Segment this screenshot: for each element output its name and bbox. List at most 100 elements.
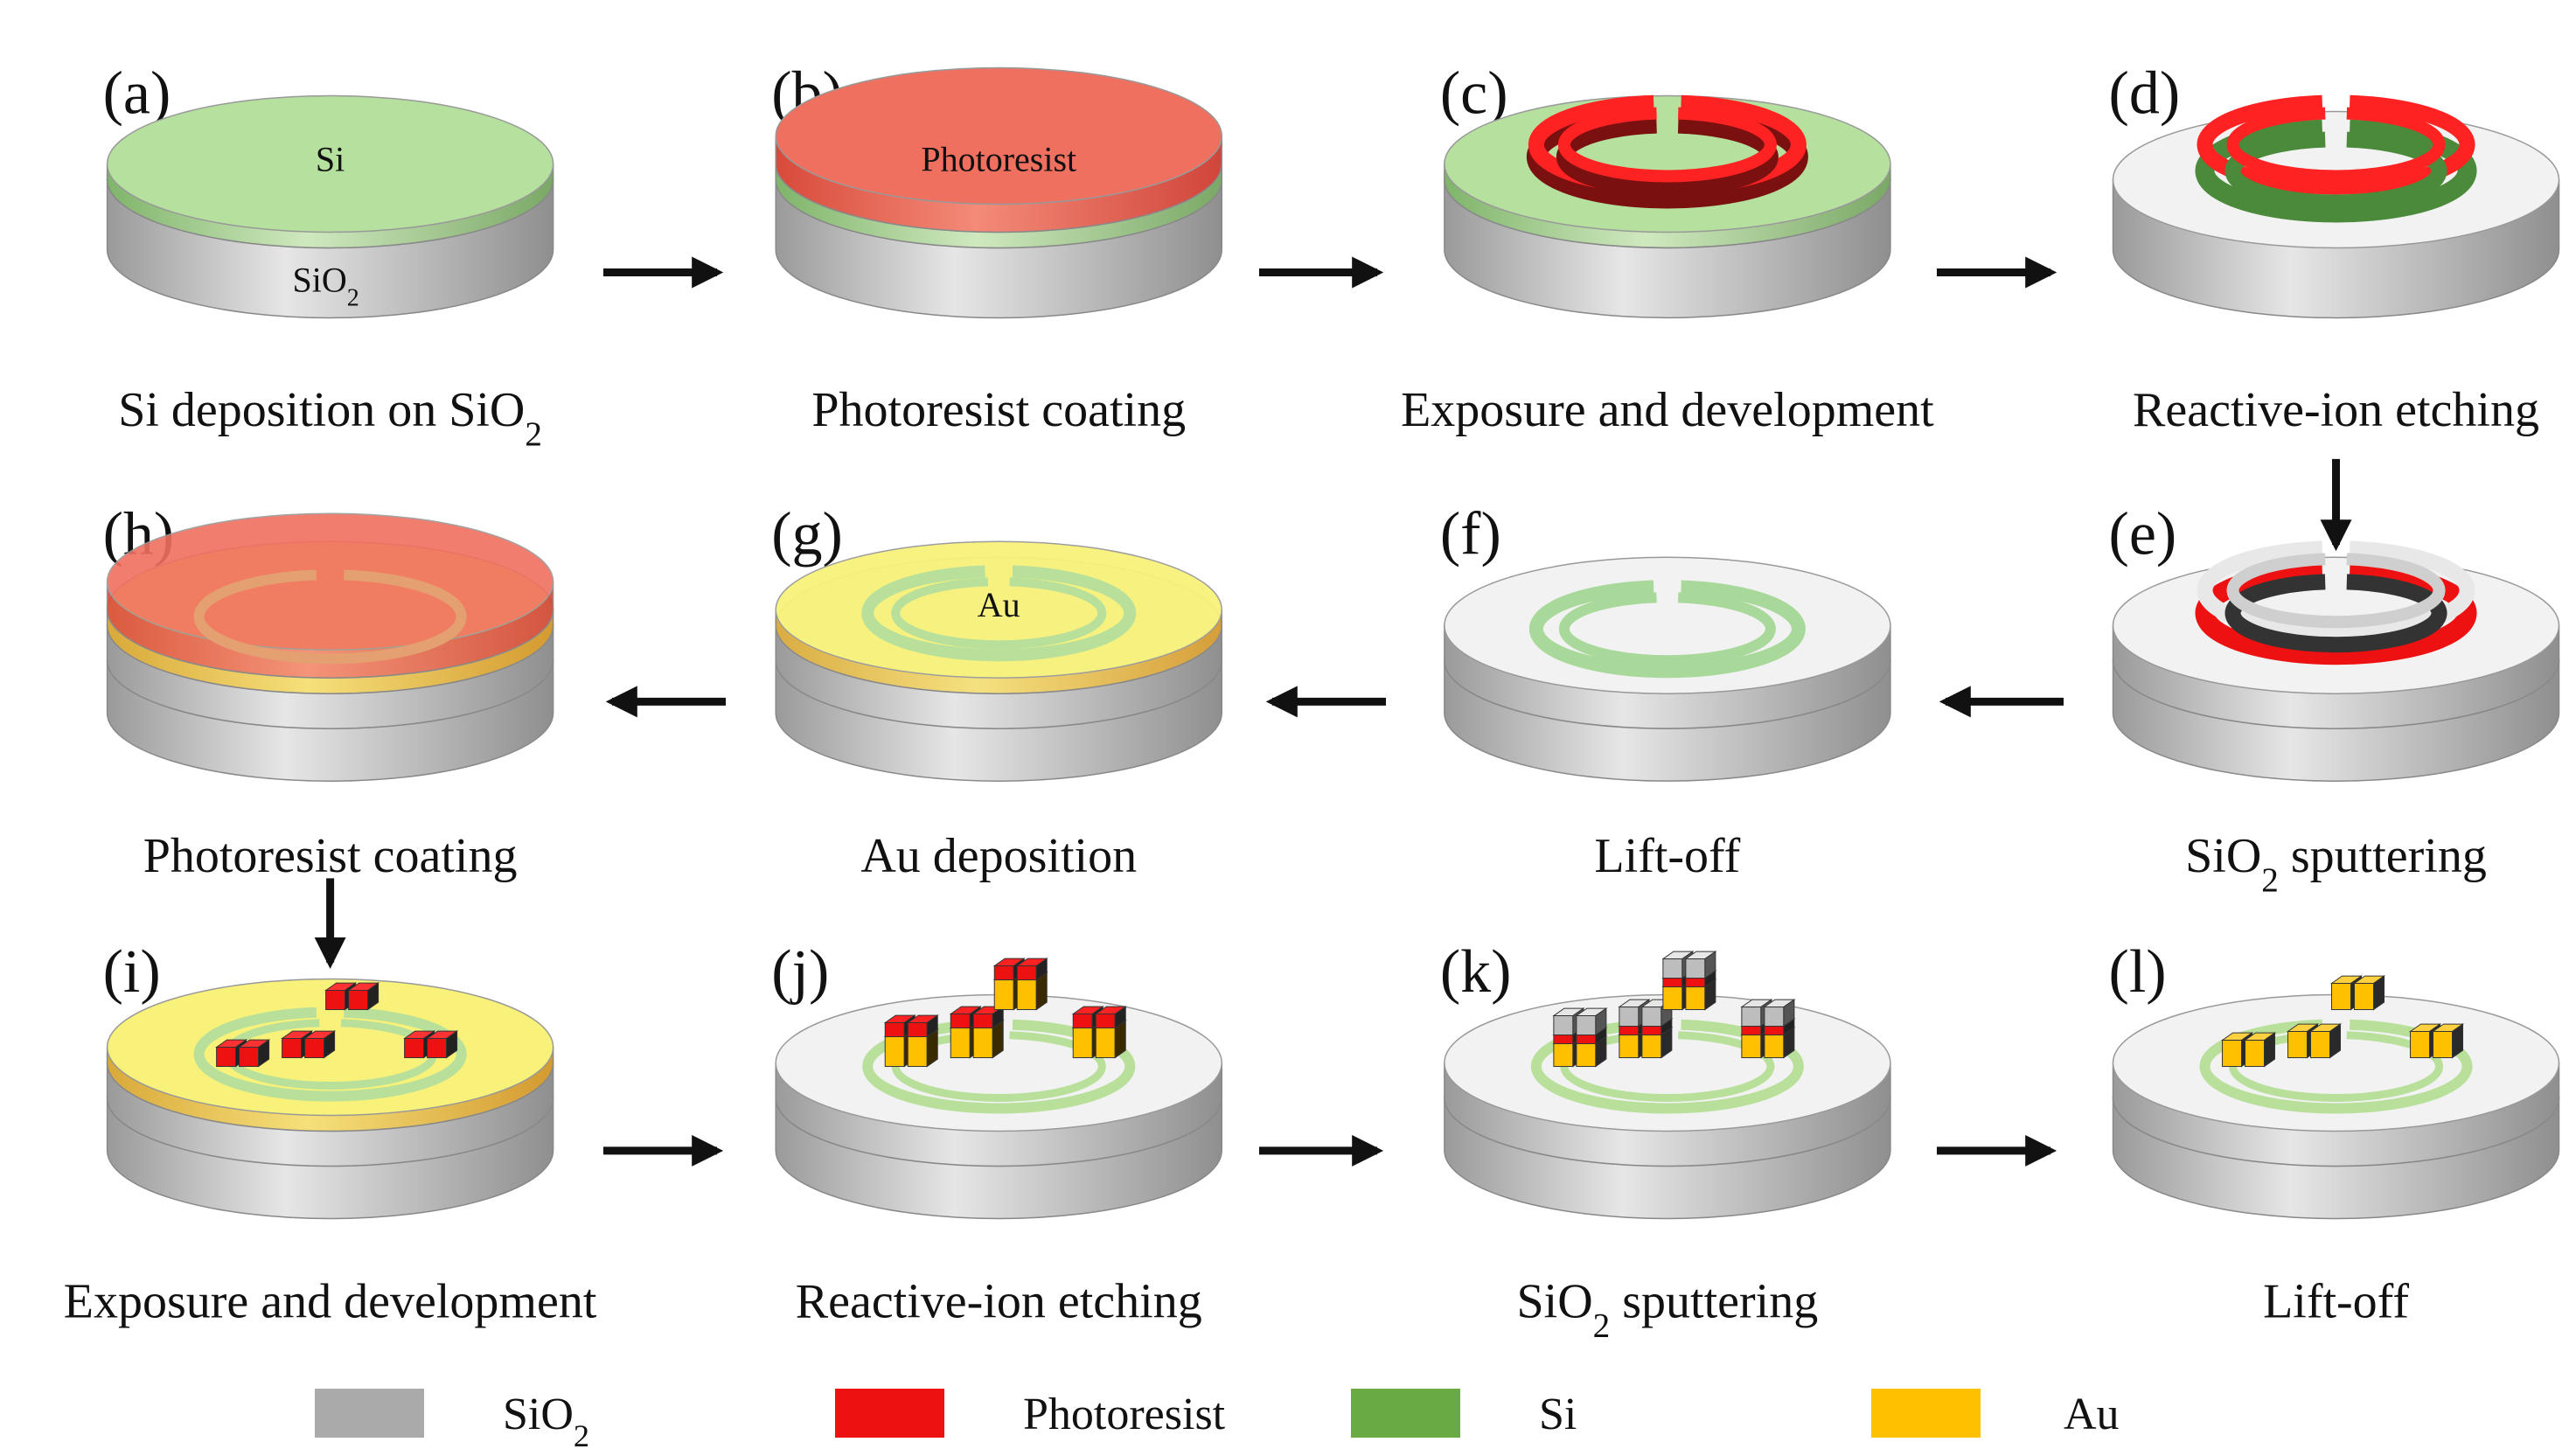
caption-d: Reactive-ion etching: [2133, 383, 2539, 437]
etched-inner-ring-d: [2224, 107, 2447, 211]
panel-letter-c: (c): [1440, 60, 1508, 128]
si-inner-ring-f: [1558, 592, 1776, 666]
panel-k: (k) SiO2 sputtering: [1440, 938, 1891, 1345]
substrate-upper-f: [1444, 556, 1891, 729]
etched-outer-ring-d: [2195, 94, 2477, 223]
panel-letter-g: (g): [771, 501, 843, 568]
block-l-3-1: [2352, 975, 2386, 1011]
sputter-inner-ring-e: [2224, 553, 2447, 653]
caption-b: Photoresist coating: [811, 383, 1186, 437]
panel-letter-l: (l): [2109, 938, 2167, 1006]
si-outer-ring-f: [1528, 580, 1806, 679]
panel-d: (d) Reactive-ion etching: [2109, 60, 2560, 437]
block-k-2-1-layer2: [1763, 999, 1796, 1028]
panel-e: (e) SiO2 sputtering: [2109, 501, 2560, 899]
process-arrows: [314, 256, 2352, 1167]
caption-h: Photoresist coating: [143, 829, 518, 883]
block-k-2-1: [1763, 999, 1796, 1059]
block-l-0-1-layer0: [2243, 1032, 2277, 1068]
resist-inner-ring-c-side: [1556, 117, 1779, 197]
disk-top-label-g: Au: [978, 585, 1020, 624]
sputter-outer-ring-e-side: [2195, 561, 2477, 665]
block-j-3-1: [1015, 958, 1048, 1011]
panel-c: (c) Exposure and development: [1401, 60, 1934, 437]
block-l-3-1-layer0: [2352, 975, 2386, 1011]
legend: SiO2 Photoresist Si Au: [315, 1389, 2120, 1453]
caption-j: Reactive-ion etching: [796, 1275, 1202, 1329]
panel-i: (i) Exposure and development: [64, 938, 597, 1329]
sputter-inner-ring-e-top: [2226, 553, 2446, 629]
block-l-0-1: [2243, 1032, 2277, 1068]
block-j-0-1-layer1: [906, 1014, 939, 1038]
legend-swatch-3: [1871, 1389, 1981, 1438]
buried-ring-h: [193, 569, 467, 665]
legend-swatch-0: [315, 1389, 424, 1438]
block-l-1-1-layer0: [2308, 1023, 2343, 1059]
caption-c: Exposure and development: [1401, 383, 1934, 437]
si-inner-ring-g: [891, 577, 1107, 650]
etched-outer-ring-d-side: [2195, 119, 2477, 223]
si-outer-ring-g: [861, 565, 1137, 662]
disk-top-label-b: Photoresist: [921, 139, 1076, 178]
legend-label-0: SiO2: [503, 1390, 589, 1453]
resist-inner-ring-c-top: [1557, 107, 1777, 183]
panel-g: (g) Au Au deposition: [771, 501, 1222, 883]
block-j-2-1-layer1: [1094, 1006, 1127, 1029]
legend-label-3: Au: [2064, 1390, 2120, 1439]
sputter-inner-ring-e-side: [2224, 574, 2447, 653]
panel-letter-e: (e): [2109, 501, 2177, 568]
resist-outer-ring-c-side: [1526, 105, 1808, 209]
block-i-0-1: [238, 1039, 271, 1068]
legend-label-1: Photoresist: [1023, 1390, 1226, 1439]
caption-i: Exposure and development: [64, 1275, 597, 1329]
caption-k: SiO2 sputtering: [1517, 1275, 1819, 1345]
block-j-1-1: [971, 1006, 1005, 1059]
block-k-0-1: [1575, 1007, 1608, 1068]
resist-inner-ring-c: [1556, 107, 1779, 197]
panel-letter-f: (f): [1440, 501, 1501, 568]
legend-swatch-1: [835, 1389, 944, 1438]
block-i-3-1-layer0: [347, 982, 380, 1011]
caption-g: Au deposition: [860, 829, 1137, 883]
si-layer-a: [106, 94, 554, 249]
panel-f: (f) Lift-off: [1440, 501, 1891, 883]
panel-letter-k: (k): [1440, 938, 1512, 1006]
panel-letter-d: (d): [2109, 60, 2181, 128]
block-i-1-1-layer0: [303, 1030, 337, 1059]
caption-a: Si deposition on SiO2: [118, 383, 542, 453]
block-k-3-1-layer2: [1684, 951, 1717, 979]
panel-j: (j) Reactive-ion etching: [771, 938, 1222, 1329]
panel-letter-j: (j): [771, 938, 829, 1006]
block-j-3-1-layer1: [1015, 958, 1048, 981]
block-i-2-1-layer0: [426, 1030, 459, 1059]
photoresist-layer-h: [106, 512, 554, 679]
block-j-0-1: [906, 1014, 939, 1068]
block-j-2-1: [1094, 1006, 1127, 1059]
panel-l: (l) Lift-off: [2109, 938, 2560, 1329]
block-l-2-1: [2431, 1023, 2465, 1059]
legend-label-2: Si: [1539, 1390, 1577, 1439]
block-i-1-1: [303, 1030, 337, 1059]
sputter-outer-ring-e-top: [2197, 540, 2475, 641]
block-l-2-1-layer0: [2431, 1023, 2465, 1059]
disk-top-label-a: Si: [316, 139, 345, 178]
block-i-0-1-layer0: [238, 1039, 271, 1068]
legend-swatch-2: [1351, 1389, 1460, 1438]
caption-e: SiO2 sputtering: [2185, 829, 2487, 899]
block-k-3-1: [1684, 951, 1717, 1011]
photoresist-layer-b: [775, 66, 1222, 233]
block-i-2-1: [426, 1030, 459, 1059]
etched-outer-ring-d-top: [2197, 94, 2475, 195]
panel-letter-i: (i): [103, 938, 161, 1006]
caption-l: Lift-off: [2263, 1275, 2409, 1329]
caption-f: Lift-off: [1594, 829, 1740, 883]
block-k-0-1-layer2: [1575, 1007, 1608, 1036]
panel-h: (h)Photoresist coating: [103, 501, 554, 883]
sputter-outer-ring-e: [2195, 540, 2477, 665]
block-l-1-1: [2308, 1023, 2343, 1059]
block-i-3-1: [347, 982, 380, 1011]
panel-letter-a: (a): [103, 60, 171, 128]
